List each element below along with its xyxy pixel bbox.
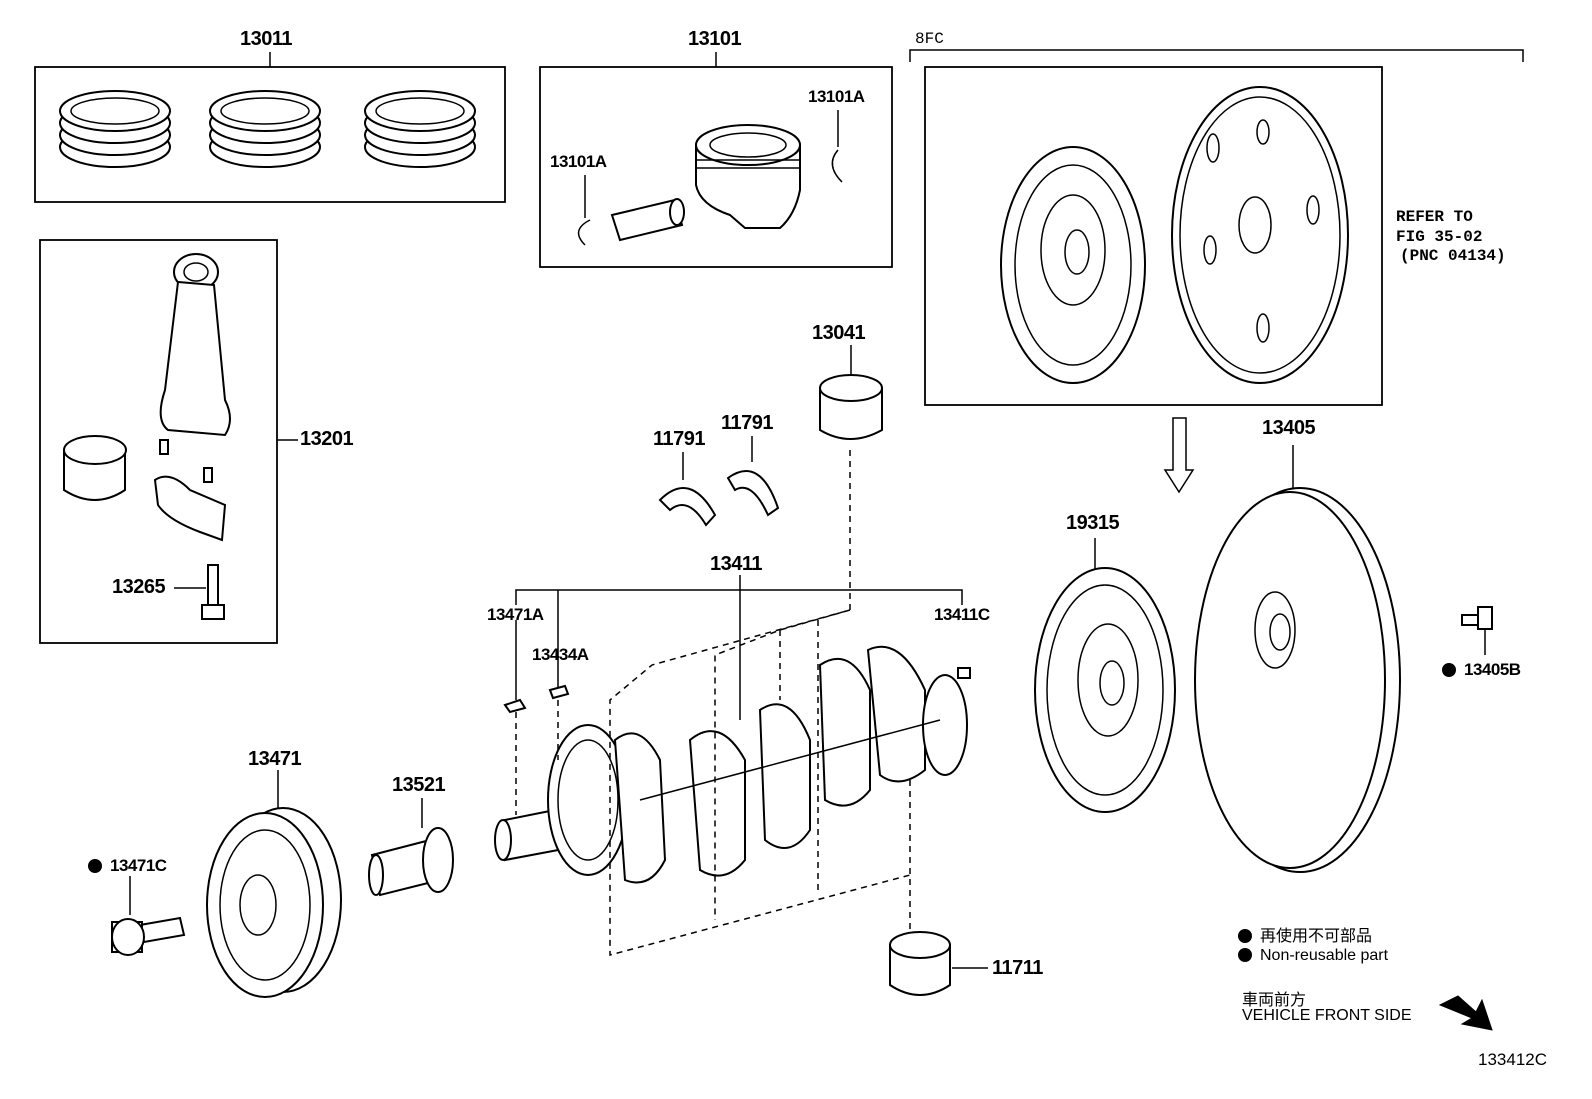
part-label-13405b: 13405B	[1442, 660, 1521, 680]
bolt-pin-icon	[203, 467, 213, 483]
part-label-11791-left: 11791	[653, 428, 706, 450]
legend-en-front: VEHICLE FRONT SIDE	[1242, 1007, 1412, 1024]
snap-ring-icon	[831, 149, 843, 183]
part-label-11711: 11711	[992, 957, 1043, 979]
part-label-13201: 13201	[300, 428, 354, 450]
pulley-bolt-icon	[111, 916, 186, 956]
part-label-13041: 13041	[812, 322, 866, 344]
thrust-washer-icon	[726, 470, 780, 517]
key-icon	[957, 667, 971, 679]
rod-bolt-icon	[201, 564, 225, 620]
piston-ring-icon	[364, 90, 476, 168]
non-reusable-dot-icon	[88, 859, 102, 873]
part-label-13411c: 13411C	[934, 605, 990, 624]
main-bearing-icon	[819, 345, 883, 440]
part-label-13471: 13471	[248, 748, 302, 770]
part-label-13405: 13405	[1262, 417, 1316, 439]
key-icon	[548, 684, 570, 700]
part-label-13265: 13265	[112, 576, 166, 598]
piston-ring-set-box	[34, 52, 506, 203]
flywheel-icon	[1194, 445, 1401, 873]
thrust-washer-icon	[658, 487, 717, 527]
piston-icon	[695, 124, 801, 229]
connecting-rod-box	[39, 239, 298, 644]
drive-plate-icon	[1000, 146, 1146, 384]
piston-ring-icon	[209, 90, 321, 168]
crank-sprocket-icon	[368, 798, 454, 897]
crankshaft-icon	[494, 645, 968, 884]
part-label-13405b-text: 13405B	[1464, 660, 1521, 679]
piston-pin-icon	[610, 198, 685, 242]
legend-en-non-reusable: Non-reusable part	[1238, 947, 1388, 965]
part-label-13521: 13521	[392, 774, 446, 796]
refer-line-3: (PNC 04134)	[1400, 247, 1506, 265]
crank-pulley-icon	[206, 770, 342, 998]
legend-jp-front: 車両前方	[1242, 992, 1307, 1009]
part-label-19315: 19315	[1066, 512, 1120, 534]
key-icon	[503, 698, 527, 714]
rod-cap-icon	[153, 475, 227, 542]
part-label-13011: 13011	[240, 28, 293, 50]
front-arrow-icon	[1438, 995, 1493, 1031]
refer-line-1: REFER TO	[1396, 208, 1473, 226]
part-label-11791-right: 11791	[721, 412, 774, 434]
crankshaft-group	[494, 450, 971, 956]
part-label-13411: 13411	[710, 553, 763, 575]
flywheel-bolt-icon	[1461, 606, 1493, 655]
part-label-13471c: 13471C	[88, 856, 167, 876]
part-label-13101a-right: 13101A	[808, 87, 865, 106]
timing-rotor-plate-icon	[1034, 538, 1176, 813]
flex-plate-icon	[1171, 86, 1349, 384]
rod-bearing-icon	[63, 435, 127, 501]
part-label-13471c-text: 13471C	[110, 856, 167, 875]
part-label-13434a: 13434A	[532, 645, 589, 664]
part-label-8fc: 8FC	[915, 30, 944, 48]
legend-dot-icon	[1238, 948, 1252, 962]
piston-ring-icon	[59, 90, 171, 168]
snap-ring-icon	[577, 219, 591, 246]
bolt-pin-icon	[159, 439, 169, 455]
refer-line-2: FIG 35-02	[1396, 228, 1483, 246]
legend-jp-non-reusable-text: 再使用不可部品	[1260, 928, 1373, 945]
part-label-13101: 13101	[688, 28, 742, 50]
legend-jp-non-reusable: 再使用不可部品	[1238, 922, 1372, 946]
crank-bearing-icon	[889, 931, 988, 996]
legend-en-non-reusable-text: Non-reusable part	[1260, 947, 1389, 964]
connecting-rod-icon	[159, 253, 231, 437]
figure-code: 133412C	[1478, 1050, 1548, 1069]
part-label-13471a: 13471A	[487, 605, 544, 624]
legend-dot-icon	[1238, 929, 1252, 943]
down-arrow-icon	[1163, 417, 1195, 494]
non-reusable-dot-icon	[1442, 663, 1456, 677]
8fc-bracket	[909, 49, 1524, 494]
piston-box	[539, 52, 893, 268]
part-label-13101a-left: 13101A	[550, 152, 607, 171]
